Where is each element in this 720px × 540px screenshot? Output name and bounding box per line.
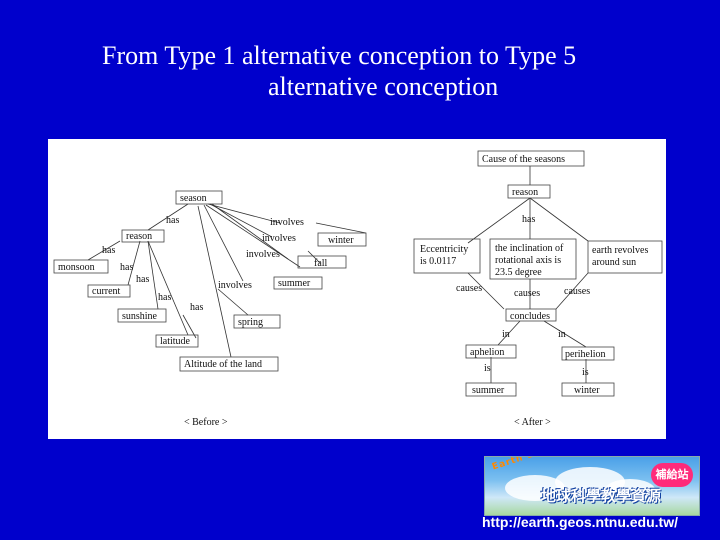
after-link-labels: has causes causes causes in in is is	[456, 214, 590, 378]
after-node-earth-box	[587, 240, 663, 274]
before-node-season: season	[180, 193, 207, 204]
after-label-is-1: is	[484, 363, 491, 374]
after-label-causes-3: causes	[564, 286, 590, 297]
before-label-involves-3: involves	[246, 249, 280, 260]
before-node-season-box	[175, 190, 223, 205]
after-node-eccentricity-box	[413, 238, 481, 274]
before-node-fall-box	[297, 255, 347, 269]
after-node-inclination-line-3: 23.5 degree	[495, 267, 542, 278]
before-node-texts: season reason monsoon current sunshine l…	[58, 193, 354, 370]
after-node-inclination-box	[489, 238, 577, 280]
before-caption: < Before >	[184, 417, 228, 428]
logo-badge: 補給站	[651, 463, 693, 487]
after-node-concludes-box	[505, 308, 557, 322]
before-node-spring-box	[233, 314, 281, 329]
before-node-reason-box	[121, 229, 165, 243]
before-label-has-4: has	[136, 274, 149, 285]
before-label-involves-2: involves	[262, 233, 296, 244]
site-url[interactable]: http://earth.geos.ntnu.edu.tw/	[482, 514, 678, 530]
after-node-perihelion: perihelion	[565, 349, 606, 360]
before-edges	[87, 203, 367, 358]
after-node-aphelion: aphelion	[470, 347, 504, 358]
concept-map-svg: season reason monsoon current sunshine l…	[53, 150, 663, 428]
logo-chinese-title: 地球科學教學資源	[541, 487, 662, 505]
after-node-reason-box	[507, 184, 551, 199]
before-label-has-5: has	[158, 292, 171, 303]
before-node-winter: winter	[328, 235, 354, 246]
before-node-boxes	[53, 190, 367, 372]
before-node-fall: fall	[314, 258, 328, 269]
before-node-altitude-box	[179, 356, 279, 372]
before-node-summer: summer	[278, 278, 311, 289]
after-node-texts: Cause of the seasons reason Eccentricity…	[420, 154, 648, 396]
before-node-latitude-box	[155, 334, 199, 348]
before-node-monsoon: monsoon	[58, 262, 95, 273]
slide-title-line-1: From Type 1 alternative conception to Ty…	[102, 41, 577, 70]
after-label-has: has	[522, 214, 535, 225]
before-node-reason: reason	[126, 231, 152, 242]
after-node-aphelion-box	[465, 344, 517, 359]
before-node-summer-box	[273, 276, 323, 290]
after-node-winter-box	[561, 382, 615, 397]
before-node-spring: spring	[238, 317, 263, 328]
before-node-current: current	[92, 286, 121, 297]
earth-science-logo[interactable]: Earth Science Wonderland 地球科學教學資源 補給站	[484, 456, 700, 516]
after-node-eccentricity-line-2: is 0.0117	[420, 256, 456, 267]
after-edges	[467, 166, 589, 383]
before-label-has-3: has	[120, 262, 133, 273]
after-caption: < After >	[514, 417, 551, 428]
before-node-latitude: latitude	[160, 336, 191, 347]
before-label-involves-1: involves	[270, 217, 304, 228]
before-node-altitude: Altitude of the land	[184, 359, 262, 370]
after-node-perihelion-box	[561, 346, 615, 361]
before-label-involves-4: involves	[218, 280, 252, 291]
after-node-eccentricity-line-1: Eccentricity	[420, 244, 468, 255]
after-node-boxes	[413, 150, 663, 397]
before-node-winter-box	[317, 232, 367, 247]
after-node-earth-line-2: around sun	[592, 257, 636, 268]
before-node-sunshine: sunshine	[122, 311, 158, 322]
after-node-inclination-line-1: the inclination of	[495, 243, 564, 254]
after-node-winter: winter	[574, 385, 600, 396]
after-label-causes-1: causes	[456, 283, 482, 294]
before-node-sunshine-box	[117, 308, 167, 323]
slide-title: From Type 1 alternative conception to Ty…	[60, 40, 670, 102]
after-label-is-2: is	[582, 367, 589, 378]
after-node-cause: Cause of the seasons	[482, 154, 565, 165]
before-node-monsoon-box	[53, 259, 109, 274]
after-node-earth-line-1: earth revolves	[592, 245, 648, 256]
before-label-has-2: has	[102, 245, 115, 256]
before-link-labels: has has has has has has involves involve…	[102, 215, 304, 313]
after-node-inclination-line-2: rotational axis is	[495, 255, 561, 266]
after-label-causes-2: causes	[514, 288, 540, 299]
after-node-summer-box	[465, 382, 517, 397]
concept-map-panel: season reason monsoon current sunshine l…	[48, 139, 666, 439]
before-label-has-6: has	[190, 302, 203, 313]
after-node-reason: reason	[512, 187, 538, 198]
after-node-concludes: concludes	[510, 311, 550, 322]
before-node-current-box	[87, 284, 131, 298]
slide-title-line-2: alternative conception	[268, 72, 499, 101]
before-label-has-1: has	[166, 215, 179, 226]
after-label-in-1: in	[502, 329, 510, 340]
after-node-cause-box	[477, 150, 585, 167]
after-label-in-2: in	[558, 329, 566, 340]
after-node-summer: summer	[472, 385, 505, 396]
